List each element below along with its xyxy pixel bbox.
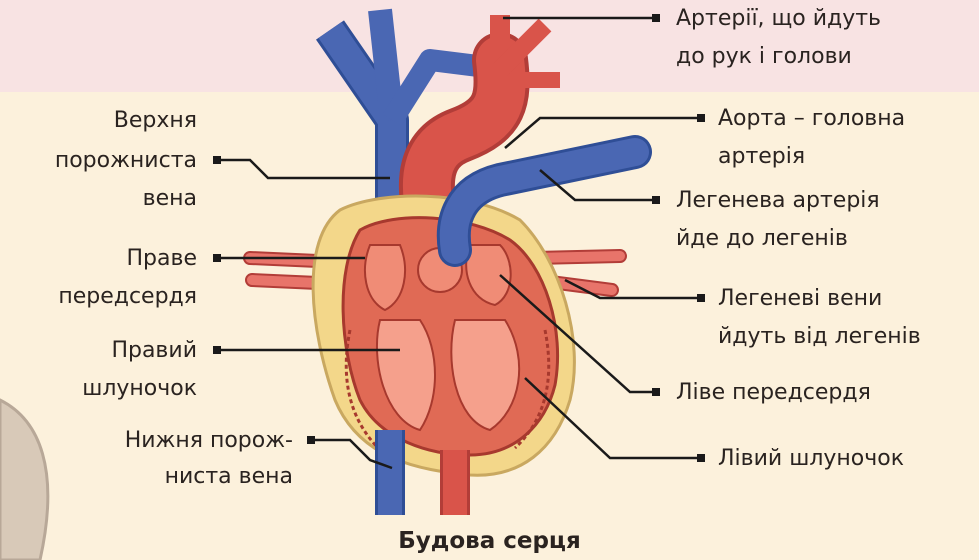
label-right-atrium-line1: Праве xyxy=(127,244,198,274)
label-left-atrium: Ліве передсердя xyxy=(676,378,871,408)
label-aorta-line2: артерія xyxy=(718,142,805,172)
label-arteries-head-line1: Артерії, що йдуть xyxy=(676,4,881,34)
label-pulmonary-veins-line2: йдуть від легенів xyxy=(718,322,921,352)
label-superior-vena-line3: вена xyxy=(143,184,197,214)
label-arteries-head-line2: до рук і голови xyxy=(676,42,852,72)
label-superior-vena-line1: Верхня xyxy=(114,106,197,136)
label-right-atrium-line2: передсердя xyxy=(58,282,197,312)
label-aorta-line1: Аорта – головна xyxy=(718,104,905,134)
label-superior-vena-line2: порожниста xyxy=(55,146,197,176)
label-inferior-vena-line2: ниста вена xyxy=(165,462,293,492)
label-left-ventricle: Лівий шлуночок xyxy=(718,444,904,474)
label-right-ventricle-line2: шлуночок xyxy=(82,374,197,404)
label-right-ventricle-line1: Правий xyxy=(111,336,197,366)
label-pulmonary-artery-line2: йде до легенів xyxy=(676,224,848,254)
label-pulmonary-veins-line1: Легеневі вени xyxy=(718,284,882,314)
label-inferior-vena-line1: Нижня порож- xyxy=(125,426,293,456)
label-pulmonary-artery-line1: Легенева артерія xyxy=(676,186,880,216)
diagram-caption: Будова серця xyxy=(0,526,979,556)
